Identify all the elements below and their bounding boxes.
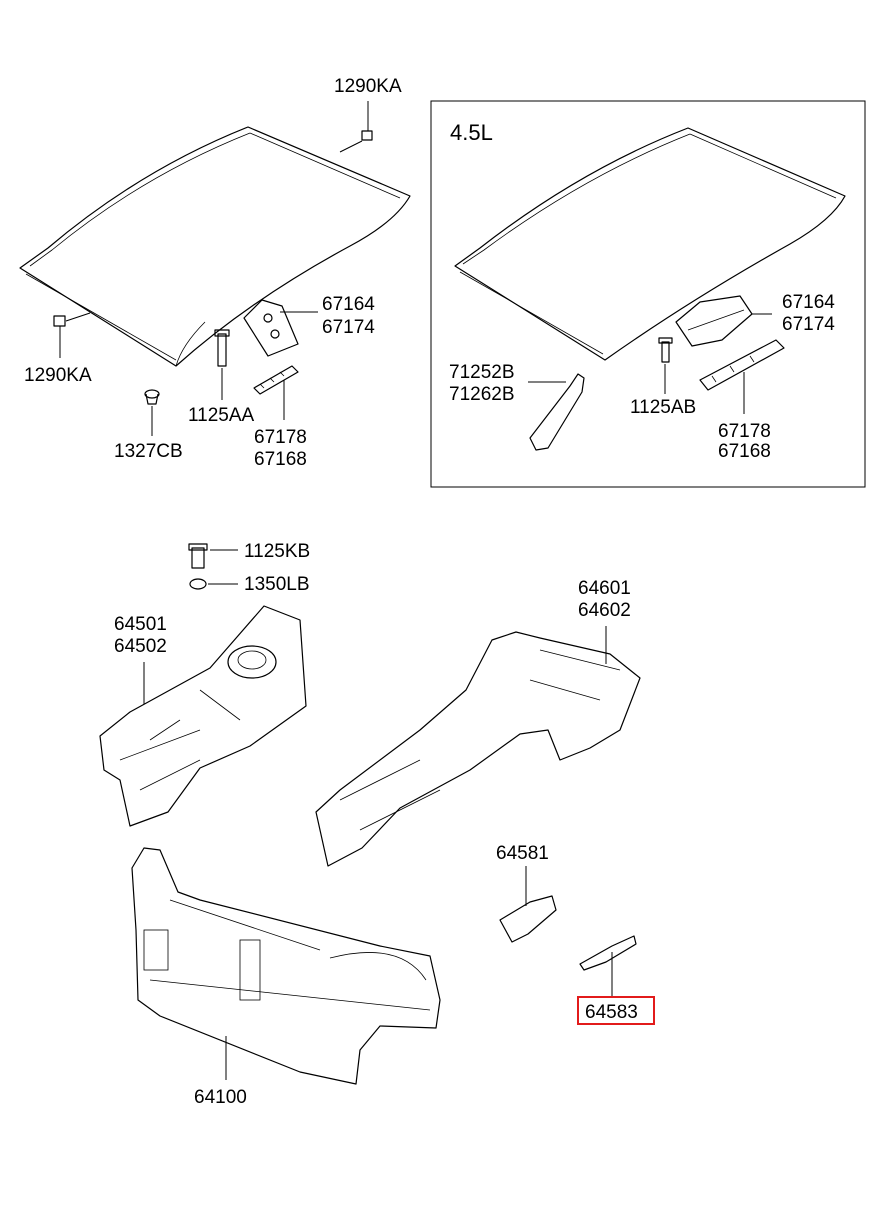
side-member-part [315,626,641,867]
roof-panel [19,126,411,367]
label-inset-rail-a: 67178 [718,421,771,442]
label-rail-main-a: 67178 [254,427,307,448]
label-inset-strip-a: 71252B [449,362,515,383]
label-bracket-main-b: 67174 [322,317,375,338]
roof-bolt-left [53,312,91,358]
bolt-main-part [214,329,230,400]
label-side-member-b: 64602 [578,600,631,621]
apron-nut-part [189,578,238,590]
roof-bolt-top [339,101,373,153]
label-grommet: 1327CB [114,441,183,462]
label-inset-rail-b: 67168 [718,441,771,462]
apron-part [99,605,307,827]
label-apron-bolt: 1125KB [244,541,310,562]
label-highlighted-part: 64583 [585,1002,638,1023]
label-apron-a: 64501 [114,614,167,635]
label-rail-main-b: 67168 [254,449,307,470]
rail-main-part [253,365,299,420]
inset-bracket-part [675,295,772,347]
bracket-main-part [243,299,318,357]
radiator-support-part [131,847,441,1085]
grommet-part [144,389,160,436]
label-roof-bolt-left: 1290KA [24,365,92,386]
label-bolt-main: 1125AA [188,405,255,426]
label-small-bracket: 64581 [496,843,549,864]
small-bracket-part [499,866,557,943]
label-inset-strip-b: 71262B [449,384,515,405]
label-inset-bolt: 1125AB [630,397,696,418]
apron-bolt-part [188,543,238,569]
highlighted-bracket-part [579,935,637,998]
highlight-box [577,996,655,1025]
label-roof-bolt-top: 1290KA [334,76,402,97]
inset-strip-part [528,373,585,451]
label-apron-nut: 1350LB [244,574,310,595]
label-inset-bracket-a: 67164 [782,292,835,313]
label-bracket-main-a: 67164 [322,294,375,315]
inset-roof-panel [454,127,846,361]
inset-title: 4.5L [450,120,493,145]
inset-bolt-part [658,337,673,394]
label-apron-b: 64502 [114,636,167,657]
label-side-member-a: 64601 [578,578,631,599]
label-radiator-support: 64100 [194,1087,247,1108]
inset-frame [430,100,866,488]
inset-rail-part [699,339,785,414]
label-inset-bracket-b: 67174 [782,314,835,335]
